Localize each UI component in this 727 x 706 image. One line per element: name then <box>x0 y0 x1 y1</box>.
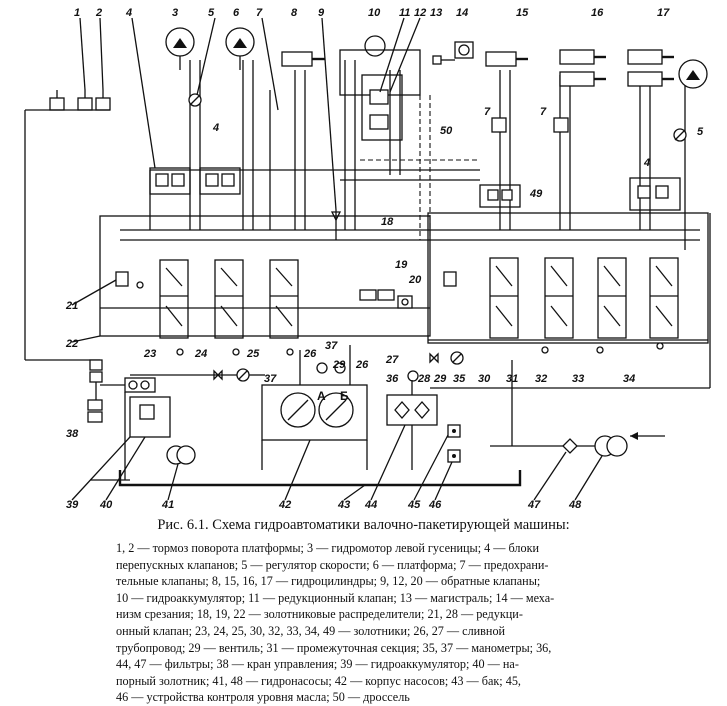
legend-line: перепускных клапанов; 5 — регулятор скор… <box>116 557 549 572</box>
legend-line: 1, 2 — тормоз поворота платформы; 3 — ги… <box>116 541 540 555</box>
callout-38: 38 <box>66 428 79 440</box>
legend-line: 46 — устройства контроля уровня масла; 5… <box>116 690 410 705</box>
callout-4c: 4 <box>643 157 650 169</box>
filters-and-level-controls <box>386 360 665 463</box>
callout-29b: 29 <box>433 373 447 385</box>
callout-34: 34 <box>623 373 635 385</box>
callout-30: 30 <box>478 373 491 385</box>
figure-legend: 1, 2 — тормоз поворота платформы; 3 — ги… <box>116 540 611 706</box>
callout-3: 3 <box>172 7 178 19</box>
left-valve-manifold <box>99 215 431 337</box>
callout-43: 43 <box>337 499 350 511</box>
callout-35: 35 <box>453 373 466 385</box>
callout-25: 25 <box>246 348 260 360</box>
callout-41: 41 <box>161 499 174 511</box>
callout-28: 28 <box>417 373 431 385</box>
callout-12: 12 <box>414 7 426 19</box>
callout-39: 39 <box>66 499 79 511</box>
callout-42: 42 <box>278 499 291 511</box>
callout-37b: 37 <box>264 373 277 385</box>
callout-47: 47 <box>527 499 541 511</box>
hydromotor-left-track <box>165 27 195 70</box>
legend-line: порный золотник; 41, 48 — гидронасосы; 4… <box>116 673 521 688</box>
callout-32: 32 <box>535 373 547 385</box>
pump-label-b: Б <box>340 389 349 403</box>
callout-5b: 5 <box>697 126 704 138</box>
callout-22: 22 <box>65 338 78 350</box>
callout-13: 13 <box>430 7 442 19</box>
callout-8: 8 <box>291 7 298 19</box>
callout-5: 5 <box>208 7 215 19</box>
callout-19: 19 <box>395 259 408 271</box>
callout-33: 33 <box>572 373 584 385</box>
callout-15: 15 <box>516 7 529 19</box>
legend-line: 44, 47 — фильтры; 38 — кран управления; … <box>116 657 519 672</box>
callout-10: 10 <box>368 7 381 19</box>
spool-valves-right <box>489 257 679 354</box>
callout-45: 45 <box>407 499 421 511</box>
callout-7: 7 <box>256 7 263 19</box>
callout-23: 23 <box>143 348 156 360</box>
callout-27: 27 <box>385 354 399 366</box>
callout-29: 29 <box>332 359 346 371</box>
figure-caption: Рис. 6.1. Схема гидроавтоматики валочно-… <box>157 517 570 533</box>
platform-brakes <box>24 90 111 361</box>
legend-line: 10 — гидроаккумулятор; 11 — редукционный… <box>116 590 555 605</box>
hydraulic-schematic: А Б <box>24 7 711 511</box>
callout-50: 50 <box>440 125 453 137</box>
callout-16: 16 <box>591 7 604 19</box>
callout-49: 49 <box>529 188 543 200</box>
legend-line: низм срезания; 18, 19, 22 — золотниковые… <box>116 607 523 622</box>
callout-37: 37 <box>325 340 338 352</box>
callout-7b: 7 <box>484 106 491 118</box>
hydroaccumulator-and-pressure-valve <box>90 377 171 481</box>
callout-14: 14 <box>456 7 468 19</box>
callout-31: 31 <box>506 373 518 385</box>
pump-41 <box>166 445 196 465</box>
hydromotor-right-track <box>678 59 708 89</box>
callout-24: 24 <box>194 348 207 360</box>
callout-17: 17 <box>657 7 670 19</box>
callout-40: 40 <box>99 499 113 511</box>
callout-20: 20 <box>408 274 422 286</box>
callout-11: 11 <box>399 7 410 19</box>
hydrocylinders <box>281 49 674 87</box>
callout-7c: 7 <box>540 106 547 118</box>
bypass-valve-blocks <box>149 167 681 211</box>
spool-valves-left <box>159 259 299 356</box>
pressure-lines <box>120 60 700 250</box>
callout-36: 36 <box>386 373 399 385</box>
callout-18: 18 <box>381 216 394 228</box>
right-valve-manifold <box>427 212 709 344</box>
platform-motor <box>225 27 255 70</box>
speed-regulators <box>188 93 687 142</box>
leader-lines <box>71 17 603 501</box>
distributors <box>115 210 457 309</box>
callout-26: 26 <box>303 348 317 360</box>
callout-21: 21 <box>65 300 78 312</box>
legend-line: онный клапан; 23, 24, 25, 30, 32, 33, 34… <box>116 623 506 638</box>
callout-labels: 1 2 3 4 5 6 7 8 9 10 11 12 13 14 15 16 1… <box>65 7 704 511</box>
control-crane <box>87 359 103 423</box>
pump-label-a: А <box>317 389 326 403</box>
callout-4: 4 <box>125 7 132 19</box>
pressure-gauges <box>130 351 464 382</box>
pump-housing: А Б <box>261 362 368 441</box>
callout-9: 9 <box>318 7 325 19</box>
callout-1: 1 <box>74 7 80 19</box>
legend-line: трубопровод; 29 — вентиль; 31 — промежут… <box>116 640 552 655</box>
callout-26b: 26 <box>355 359 369 371</box>
callout-44: 44 <box>364 499 377 511</box>
callout-2: 2 <box>95 7 102 19</box>
accumulator-and-cutting-mechanism <box>339 35 474 141</box>
safety-valves <box>479 117 569 208</box>
callout-46: 46 <box>428 499 442 511</box>
callout-4b: 4 <box>212 122 219 134</box>
legend-line: тельные клапаны; 8, 15, 16, 17 — гидроци… <box>116 574 541 589</box>
callout-6: 6 <box>233 7 240 19</box>
callout-48: 48 <box>568 499 582 511</box>
